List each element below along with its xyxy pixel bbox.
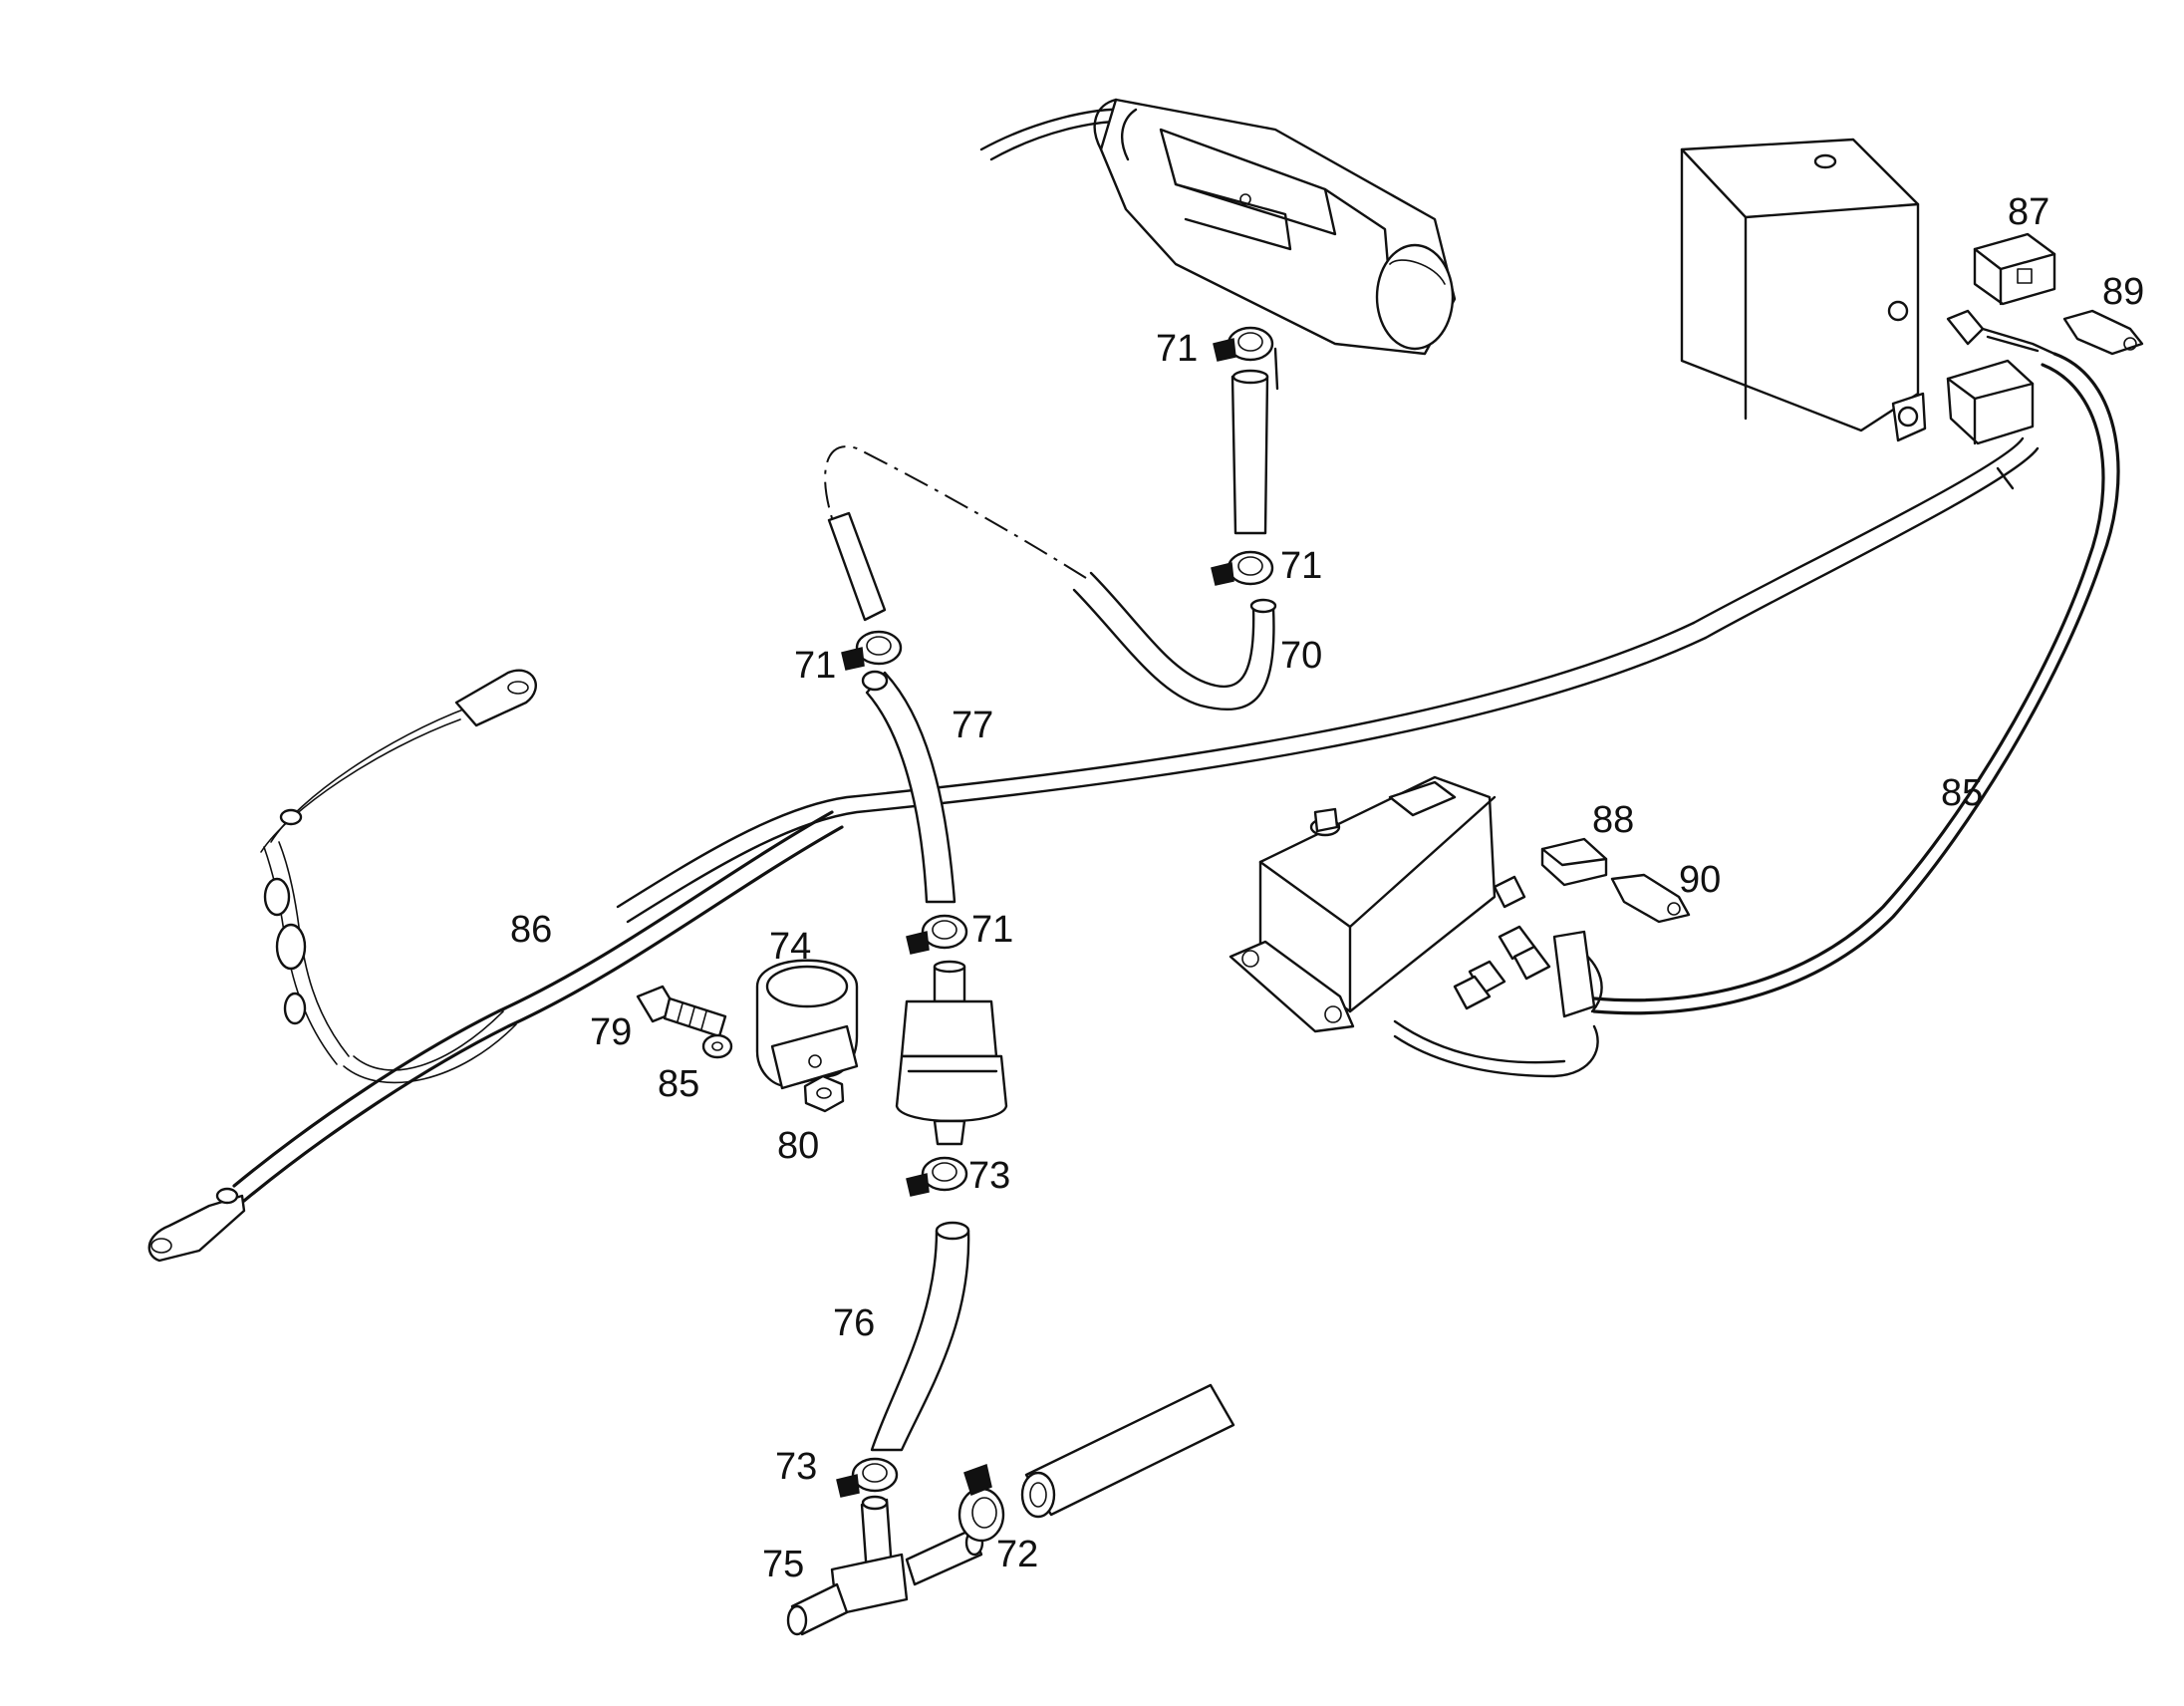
callout-78: 79 <box>590 1011 632 1053</box>
terminal-89 <box>2062 309 2144 356</box>
fuel-pipe <box>1020 1383 1235 1519</box>
callout-87: 87 <box>2008 191 2049 233</box>
hose-70 <box>824 347 1279 711</box>
harness-main <box>616 436 2040 924</box>
callout-86: 86 <box>510 909 552 951</box>
terminal-90 <box>1610 873 1691 924</box>
nut-79 <box>803 1074 845 1113</box>
callout-89: 89 <box>2102 271 2144 313</box>
callout-73-upper: 73 <box>968 1155 1010 1197</box>
hose-77 <box>861 670 956 904</box>
wire-85 <box>1592 352 2120 1015</box>
callout-79: 80 <box>777 1125 819 1167</box>
connector-88 <box>1540 837 1608 887</box>
bracket-74 <box>755 959 859 1090</box>
bolt-78 <box>636 985 727 1038</box>
callout-90: 90 <box>1679 859 1721 901</box>
connector-87 <box>1973 232 2056 306</box>
callout-labels: 71 71 70 71 77 71 86 74 79 85 80 73 76 7… <box>510 191 2144 1585</box>
callout-75: 75 <box>762 1544 804 1585</box>
callout-80: 85 <box>658 1063 699 1105</box>
fuel-pump <box>895 960 1008 1146</box>
t-piece-75 <box>786 1495 984 1636</box>
hose-clamp-71-left <box>841 630 903 671</box>
callout-70: 70 <box>1280 635 1322 677</box>
hose-clamp-73-upper <box>906 1156 968 1197</box>
callout-71-pump: 71 <box>971 909 1013 951</box>
hose-clamp-71-top <box>1213 326 1274 362</box>
hose-clamp-71-mid <box>1211 550 1274 586</box>
hose-76 <box>870 1221 970 1452</box>
wire-86 <box>147 669 844 1263</box>
plug-connector <box>1946 309 2056 445</box>
hose-clamp-72 <box>957 1464 1005 1543</box>
control-box <box>1680 138 1927 442</box>
callout-71-mid: 71 <box>1280 545 1322 587</box>
callout-74: 74 <box>769 926 811 968</box>
callout-85: 85 <box>1941 772 1983 814</box>
callout-73-lower: 73 <box>775 1446 817 1488</box>
callout-72: 72 <box>996 1534 1038 1575</box>
fuel-tank <box>1228 775 1603 1078</box>
hose-clamp-71-pump <box>906 914 968 955</box>
heater-unit <box>979 98 1457 356</box>
callout-76: 76 <box>833 1302 875 1344</box>
callout-77: 77 <box>952 705 993 746</box>
callout-71-top: 71 <box>1156 328 1198 370</box>
callout-71-left: 71 <box>794 645 836 687</box>
hose-clamp-73-lower <box>836 1457 899 1498</box>
washer-80 <box>701 1033 733 1059</box>
callout-88: 88 <box>1592 799 1634 841</box>
